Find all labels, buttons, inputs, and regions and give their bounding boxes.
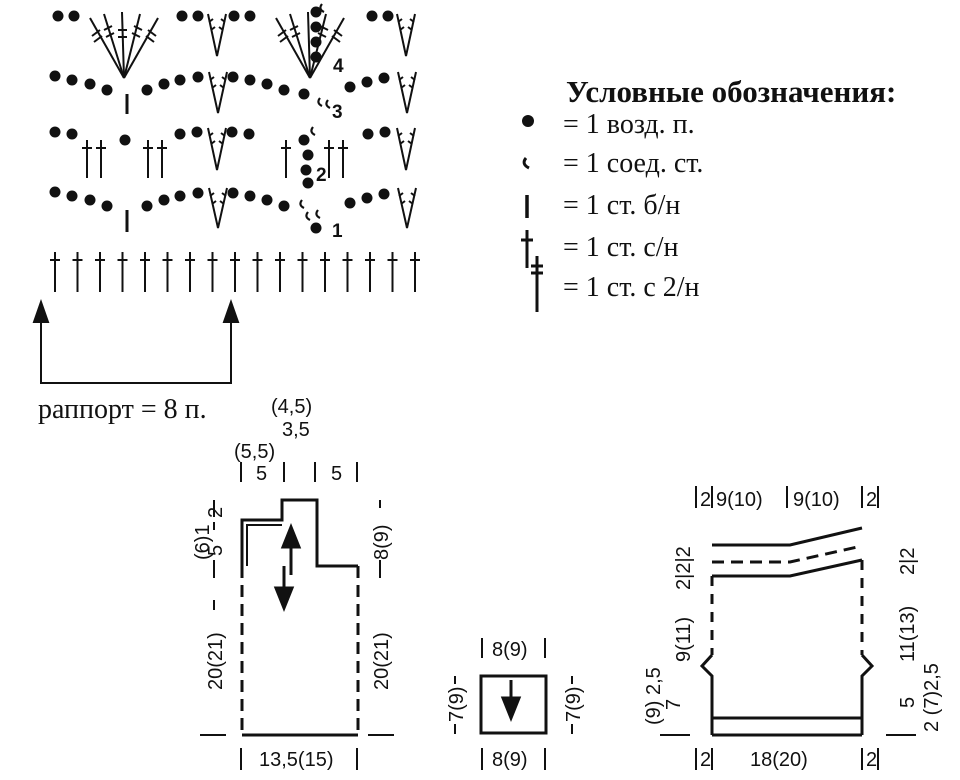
front-left-top-b: 2 xyxy=(205,507,227,518)
base-double-crochet xyxy=(275,252,285,292)
base-double-crochet xyxy=(162,252,173,292)
base-double-crochet xyxy=(252,252,263,292)
base-double-crochet xyxy=(365,252,375,292)
back-bottom-width: 18(20) xyxy=(750,749,808,771)
base-double-crochet xyxy=(72,252,83,292)
legend-title: Условные обозначения: xyxy=(566,74,896,109)
base-double-crochet xyxy=(185,252,195,292)
back-top-mid-2: 9(10) xyxy=(793,489,840,511)
front-upper-outline xyxy=(240,498,358,568)
pocket-arrow xyxy=(500,680,522,723)
row4-treble-fan-2 xyxy=(275,11,345,79)
treble-crochet-icon xyxy=(531,256,543,312)
legend-item-single: = 1 ст. б/н xyxy=(563,190,680,221)
base-double-crochet xyxy=(95,252,105,292)
pocket-schematic: 8(9) 8(9) 7(9) 7(9) xyxy=(446,638,585,771)
chart-row-4: 4 xyxy=(52,3,416,79)
front-right-height: 20(21) xyxy=(371,632,393,690)
pocket-bottom: 8(9) xyxy=(492,749,528,771)
base-double-crochet xyxy=(410,252,420,292)
back-left-body: 9(11) xyxy=(673,617,695,662)
back-bottom-edge-right: 2 xyxy=(866,749,877,771)
back-left-b2: 7 xyxy=(663,699,685,710)
back-top-edge-right: 2 xyxy=(866,489,877,511)
row1-slip-stitches xyxy=(299,199,321,221)
pocket-outline xyxy=(479,674,548,735)
chart-row-2: 2 xyxy=(49,126,416,189)
front-top-right: 5 xyxy=(331,463,342,485)
front-right-top: 8(9) xyxy=(371,524,393,560)
back-left-b1: (9) 2,5 xyxy=(643,667,665,725)
row-number-4: 4 xyxy=(333,56,344,77)
front-direction-arrows xyxy=(273,522,302,613)
row3-v-stitch xyxy=(208,71,417,114)
front-left-top-a: (6)1 xyxy=(192,524,214,560)
row4-treble-fan-1 xyxy=(89,11,159,79)
legend: Условные обозначения: = 1 возд. п. = 1 с… xyxy=(521,74,896,312)
row-number-2: 2 xyxy=(316,165,327,186)
front-top-left-b: 5 xyxy=(256,463,267,485)
double-crochet-icon xyxy=(521,230,533,268)
front-top-label-2: 3,5 xyxy=(282,419,310,441)
repeat-label: раппорт = 8 п. xyxy=(38,394,207,425)
base-double-crochet xyxy=(320,252,330,292)
back-right-b1: 5 xyxy=(897,697,919,708)
base-double-crochet xyxy=(140,252,150,292)
base-double-crochet xyxy=(230,252,240,292)
pocket-top: 8(9) xyxy=(492,639,528,661)
back-left-neck: 2|2|2 xyxy=(673,546,695,590)
repeat-bracket xyxy=(32,298,240,384)
dot-icon xyxy=(522,115,534,127)
base-double-crochet xyxy=(297,252,308,292)
legend-item-slip: = 1 соед. ст. xyxy=(563,148,703,179)
back-bottom-edge-left: 2 xyxy=(700,749,711,771)
pocket-left: 7(9) xyxy=(446,686,468,722)
row3-dots xyxy=(49,70,390,100)
front-left-height: 20(21) xyxy=(205,632,227,690)
foundation-row-double-crochets xyxy=(50,252,420,292)
row4-v-stitch xyxy=(207,13,416,57)
row-number-1: 1 xyxy=(332,221,343,242)
slip-stitch-icon xyxy=(522,157,530,170)
stitch-chart: 1 xyxy=(32,3,420,425)
base-double-crochet xyxy=(207,252,218,292)
row3-slip-stitches xyxy=(317,97,331,109)
back-right-neck: 2|2 xyxy=(897,548,919,575)
base-double-crochet xyxy=(387,252,398,292)
chart-row-3: 3 xyxy=(49,70,417,123)
base-double-crochet xyxy=(117,252,128,292)
front-top-label-1: (4,5) xyxy=(271,396,312,418)
back-piece-schematic: 2 9(10) 9(10) 2 2 18(20) 2 2|2|2 9(11) (… xyxy=(643,486,943,771)
base-double-crochet xyxy=(342,252,353,292)
row1-v-stitch-2 xyxy=(397,187,417,229)
front-left-mid: 5 xyxy=(205,545,227,556)
row2-dots xyxy=(49,126,391,189)
chart-row-1: 1 xyxy=(49,186,417,242)
front-piece-schematic: (4,5) 3,5 (5,5) 5 5 13,5(15) (6)1 2 5 20… xyxy=(192,396,394,771)
legend-item-chain: = 1 возд. п. xyxy=(563,109,695,140)
back-right-b2: 2 (7)2,5 xyxy=(921,663,943,732)
back-top-edge-left: 2 xyxy=(700,489,711,511)
row-number-3: 3 xyxy=(332,102,343,123)
row1-v-stitch xyxy=(208,187,228,229)
front-bottom-width: 13,5(15) xyxy=(259,749,334,771)
row2-double-crochets xyxy=(82,140,348,178)
pocket-right: 7(9) xyxy=(563,686,585,722)
row2-v-stitch xyxy=(207,127,416,171)
base-double-crochet xyxy=(50,252,60,292)
row1-dots xyxy=(49,186,390,234)
back-top-edge xyxy=(712,526,863,547)
back-top-mid-1: 9(10) xyxy=(716,489,763,511)
front-top-left-a: (5,5) xyxy=(234,441,275,463)
legend-item-treble: = 1 ст. с 2/н xyxy=(563,272,700,303)
legend-item-double: = 1 ст. с/н xyxy=(563,232,679,263)
back-fold-line xyxy=(712,544,863,564)
back-right-body: 11(13) xyxy=(897,606,919,662)
